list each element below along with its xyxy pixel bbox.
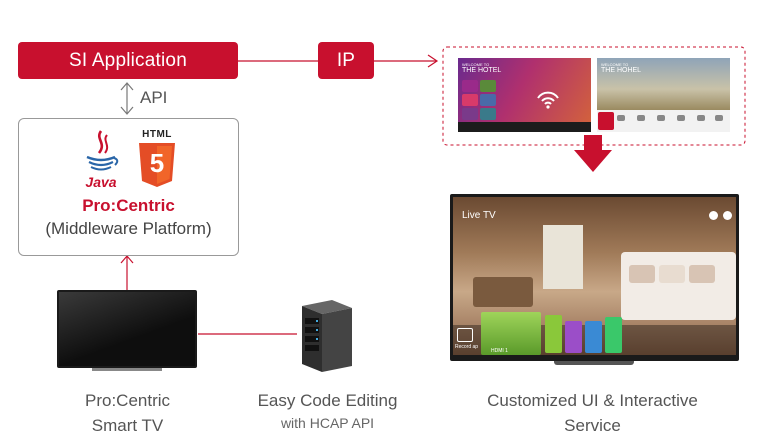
hotel-menu-screen: WELCOME TO THE HOTEL [458,58,591,132]
app-tile-3 [585,321,602,353]
arrowhead-api-up [120,82,134,91]
platform-name: Pro:Centric [82,196,175,215]
hotel-landscape-screen: WELCOME TO THE HOHEL [597,58,730,132]
si-application-box: SI Application [18,42,238,79]
wifi-icon [537,91,559,109]
arrowhead-api-down [120,106,134,115]
ip-label: IP [336,49,356,71]
app-tile-4 [605,317,622,353]
caption-smart-tv-line2: Smart TV [91,416,164,435]
hotel-2-name: THE HOHEL [601,67,642,74]
arrowhead-tv-to-platform [120,255,134,264]
ip-box: IP [318,42,374,79]
caption-code-line2: with HCAP API [280,415,375,431]
caption-smart-tv: Pro:Centric Smart TV [50,388,205,438]
caption-customized-ui: Customized UI & Interactive Service [455,388,730,438]
live-tv-label: Live TV [462,210,496,221]
hotel-2-welcome: WELCOME TO [601,62,629,67]
html5-number: 5 [149,148,165,178]
caption-ui-line1: Customized UI & Interactive [487,391,698,410]
tv-settings-icon [723,211,732,220]
java-logo-icon [86,130,119,171]
platform-subtitle: (Middleware Platform) [45,219,212,238]
tv-menu-icon [709,211,718,220]
app-tile-2 [565,321,582,353]
down-arrow [574,135,612,172]
caption-ui-line2: Service [564,416,621,435]
hotel-1-name: THE HOTEL [462,67,502,74]
app-tile-1 [545,315,562,353]
hotel-room-screen: Live TV Record ap HDMI 1 [453,197,736,355]
channel-label: HDMI 1 [491,348,508,354]
input-icon [457,328,473,342]
html5-shield-icon [139,143,175,187]
server-icon [302,300,352,372]
middleware-platform-box: Java HTML 5 Pro:Centric (Middleware Plat… [18,118,239,256]
caption-code-editing: Easy Code Editing with HCAP API [240,388,415,431]
api-label: API [140,88,168,107]
arrowhead-ip-to-screens [427,54,439,68]
record-label: Record ap [455,344,479,350]
hotel-1-welcome: WELCOME TO [462,62,490,67]
si-application-label: SI Application [69,49,187,71]
caption-smart-tv-line1: Pro:Centric [84,391,171,410]
screens-frame [442,46,746,146]
html-logo-text: HTML [142,129,172,140]
smart-tv [57,290,197,368]
java-logo-text: Java [85,174,117,190]
channel-tile [481,312,541,355]
caption-code-line1: Easy Code Editing [257,391,398,410]
customized-ui-tv: Live TV Record ap HDMI 1 [450,194,739,365]
